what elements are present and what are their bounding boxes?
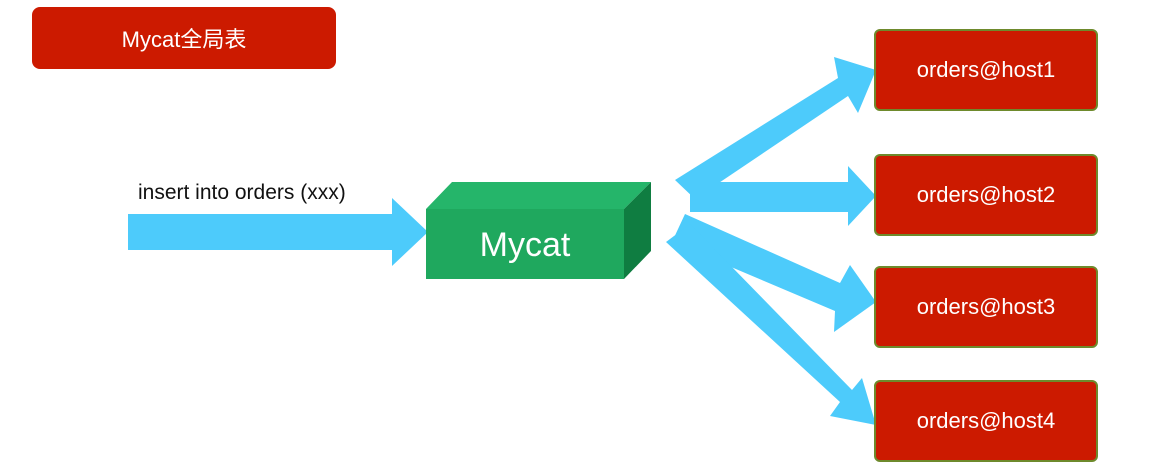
host-node-2: orders@host2 [874,154,1098,236]
host-node-3: orders@host3 [874,266,1098,348]
input-arrow [128,198,428,266]
arrow-to-host3 [672,214,876,332]
mycat-hub: Mycat [426,182,651,279]
host-node-label: orders@host3 [916,294,1056,319]
arrow-to-host4 [666,224,876,425]
host-node-label: orders@host4 [916,408,1056,433]
mycat-hub-side [624,182,651,279]
diagram-title-text: Mycat全局表 [121,27,247,52]
diagram-title: Mycat全局表 [32,7,336,69]
host-node-label: orders@host1 [916,57,1056,82]
mycat-hub-top [426,182,651,209]
mycat-hub-label: Mycat [480,226,571,264]
arrow-to-host1 [675,57,876,199]
host-node-4: orders@host4 [874,380,1098,462]
host-node-label: orders@host2 [916,182,1056,207]
mycat-hub-front [426,209,624,279]
arrow-to-host2 [690,166,876,226]
input-query-label: insert into orders (xxx) [138,181,346,204]
host-node-1: orders@host1 [874,29,1098,111]
